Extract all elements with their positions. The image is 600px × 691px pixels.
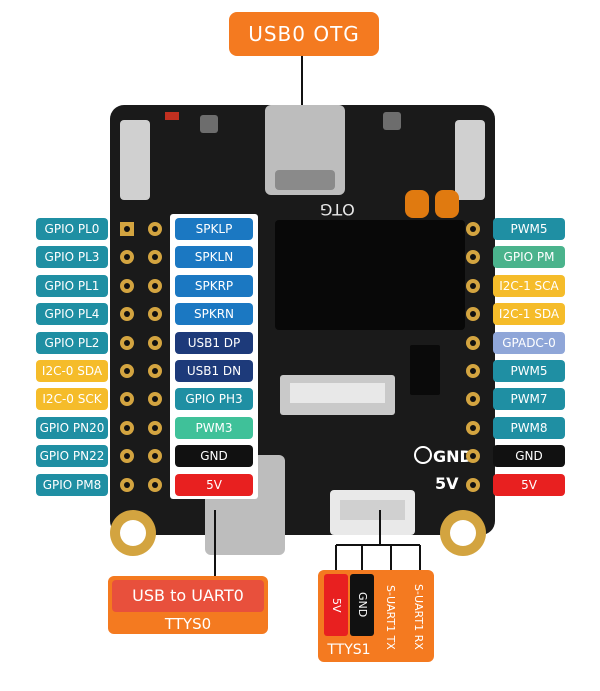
left-pin-label-8: GPIO PN22: [36, 445, 108, 468]
left-pin-label-1: GPIO PL3: [36, 246, 108, 269]
right-pin-label-7: PWM8: [493, 416, 565, 439]
left-pin-label-9: GPIO PM8: [36, 473, 108, 496]
usb0-otg-label: USB0 OTG: [248, 22, 360, 46]
pin-hole: [120, 364, 134, 378]
pin-hole: [466, 222, 480, 236]
pin-hole: [120, 335, 134, 350]
uart1-sub: TTYS1: [327, 642, 371, 658]
uart1-pin-label-3: S-UART1 RX: [406, 574, 430, 660]
pin-hole: [120, 278, 134, 293]
pin-hole: [148, 420, 162, 435]
pin-hole: [120, 250, 134, 265]
middle-pin-label-1: SPKLN: [175, 246, 253, 269]
right-pin-label-0: PWM5: [493, 218, 565, 240]
pin-hole: [466, 477, 480, 492]
board: OTG GND 5V: [105, 100, 500, 555]
pin-hole: [120, 477, 134, 492]
right-pin-label-3: I2C-1 SDA: [493, 303, 565, 326]
middle-pin-label-0: SPKLP: [175, 218, 253, 240]
middle-pin-label-7: PWM3: [175, 416, 253, 439]
middle-pin-label-8: GND: [175, 445, 253, 468]
uart1-pin-label-0: 5V: [324, 574, 348, 636]
pin-hole: [148, 449, 162, 464]
five-v-silkscreen: 5V: [435, 474, 459, 493]
pin-hole: [148, 477, 162, 492]
middle-pin-label-6: GPIO PH3: [175, 388, 253, 411]
left-pin-label-4: GPIO PL2: [36, 331, 108, 354]
gnd-silkscreen: GND: [433, 447, 473, 466]
pin-hole: [148, 250, 162, 265]
middle-pin-label-5: USB1 DN: [175, 360, 253, 382]
pin-hole: [466, 392, 480, 407]
pin-hole: [148, 392, 162, 407]
pin-hole: [148, 307, 162, 322]
left-pin-label-5: I2C-0 SDA: [36, 360, 108, 382]
left-pin-label-6: I2C-0 SCK: [36, 388, 108, 411]
pin-hole: [466, 420, 480, 435]
pin-hole: [466, 449, 480, 464]
pin-hole: [466, 278, 480, 293]
right-pin-label-9: 5V: [493, 473, 565, 496]
pin-hole: [120, 420, 134, 435]
pin-hole: [148, 222, 162, 236]
uart0-title: USB to UART0: [112, 580, 264, 612]
pin-hole: [120, 222, 134, 236]
right-pin-label-2: I2C-1 SCA: [493, 274, 565, 297]
uart0-sub: TTYS0: [164, 615, 212, 633]
pin-hole: [466, 307, 480, 322]
right-pin-label-4: GPADC-0: [493, 331, 565, 354]
left-pin-label-0: GPIO PL0: [36, 218, 108, 240]
pin-hole: [466, 364, 480, 378]
pin-hole: [148, 335, 162, 350]
otg-silkscreen: OTG: [320, 200, 355, 219]
pin-hole: [120, 307, 134, 322]
middle-pin-label-9: 5V: [175, 473, 253, 496]
left-pin-label-2: GPIO PL1: [36, 274, 108, 297]
left-pin-label-7: GPIO PN20: [36, 416, 108, 439]
pin-hole: [466, 335, 480, 350]
usb0-otg-callout: [229, 12, 379, 56]
right-pin-label-6: PWM7: [493, 388, 565, 411]
usb0-connector-line: [301, 56, 303, 116]
uart0-leader-line: [214, 510, 216, 578]
pin-hole: [148, 278, 162, 293]
middle-pin-label-3: SPKRN: [175, 303, 253, 326]
uart1-pin-label-1: GND: [350, 574, 374, 636]
middle-pin-label-4: USB1 DP: [175, 331, 253, 354]
mounting-hole-left: [110, 510, 156, 556]
pin-hole: [120, 449, 134, 464]
right-pin-label-5: PWM5: [493, 360, 565, 382]
mounting-hole-right: [440, 510, 486, 556]
right-pin-label-1: GPIO PM: [493, 246, 565, 269]
left-pin-label-3: GPIO PL4: [36, 303, 108, 326]
pin-hole: [466, 250, 480, 265]
pin-hole: [148, 364, 162, 378]
pin-hole: [120, 392, 134, 407]
right-pin-label-8: GND: [493, 445, 565, 468]
uart1-pin-label-2: S-UART1 TX: [378, 574, 402, 660]
middle-pin-label-2: SPKRP: [175, 274, 253, 297]
